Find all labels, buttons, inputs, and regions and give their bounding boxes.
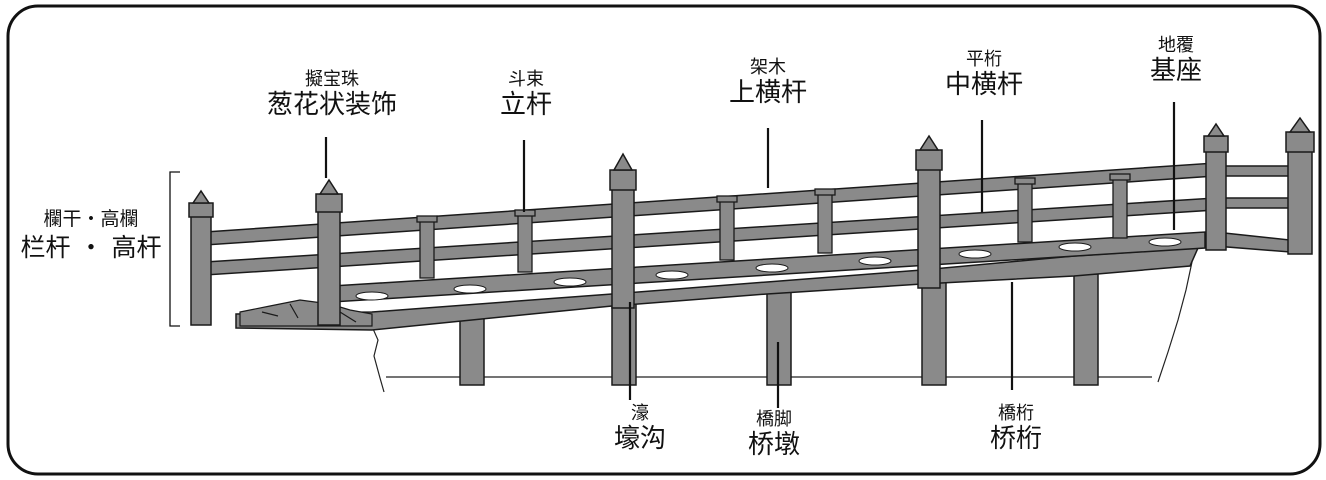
label-hirageta-cn: 中横杆 (944, 69, 1024, 100)
label-rankan: 欄干・高欄 栏杆 ・ 高杆 (16, 208, 166, 263)
label-hashikyaku: 橋脚 桥墩 (747, 409, 801, 461)
label-hashigeta-jp: 橋桁 (997, 403, 1034, 424)
label-hashikyaku-cn: 桥墩 (747, 429, 801, 460)
plinth-openings (355, 237, 1182, 301)
label-giboshi: 擬宝珠 葱花状装饰 (266, 69, 398, 121)
label-hoko: 架木 上横杆 (728, 57, 808, 109)
label-tsuka: 斗束 立杆 (499, 69, 553, 121)
label-rankan-jp: 欄干・高欄 (43, 208, 139, 230)
label-hori-jp: 濠 (630, 403, 649, 424)
label-hirageta-jp: 平桁 (965, 49, 1002, 70)
label-jifuku-cn: 基座 (1149, 55, 1203, 86)
diagram-frame (6, 4, 1322, 476)
label-rankan-cn: 栏杆 ・ 高杆 (20, 232, 162, 262)
small-posts (416, 173, 1131, 279)
label-hori: 濠 壕沟 (613, 403, 667, 455)
label-hoko-jp: 架木 (749, 57, 786, 78)
label-hashigeta-cn: 桥桁 (989, 423, 1043, 454)
label-jifuku-jp: 地覆 (1157, 35, 1194, 56)
broken-stone (239, 299, 373, 327)
label-hashigeta: 橋桁 桥桁 (989, 403, 1043, 455)
label-hoko-cn: 上横杆 (728, 77, 808, 108)
label-tsuka-cn: 立杆 (499, 89, 553, 120)
label-tsuka-jp: 斗束 (507, 69, 544, 90)
railing-bracket (169, 171, 180, 327)
label-hashikyaku-jp: 橋脚 (755, 409, 792, 430)
main-posts (188, 116, 1315, 326)
label-hori-cn: 壕沟 (613, 423, 667, 454)
label-hirageta: 平桁 中横杆 (944, 49, 1024, 101)
leader-lines (324, 102, 1176, 408)
label-jifuku: 地覆 基座 (1149, 35, 1203, 87)
label-giboshi-jp: 擬宝珠 (304, 69, 359, 90)
label-giboshi-cn: 葱花状装饰 (266, 89, 398, 120)
